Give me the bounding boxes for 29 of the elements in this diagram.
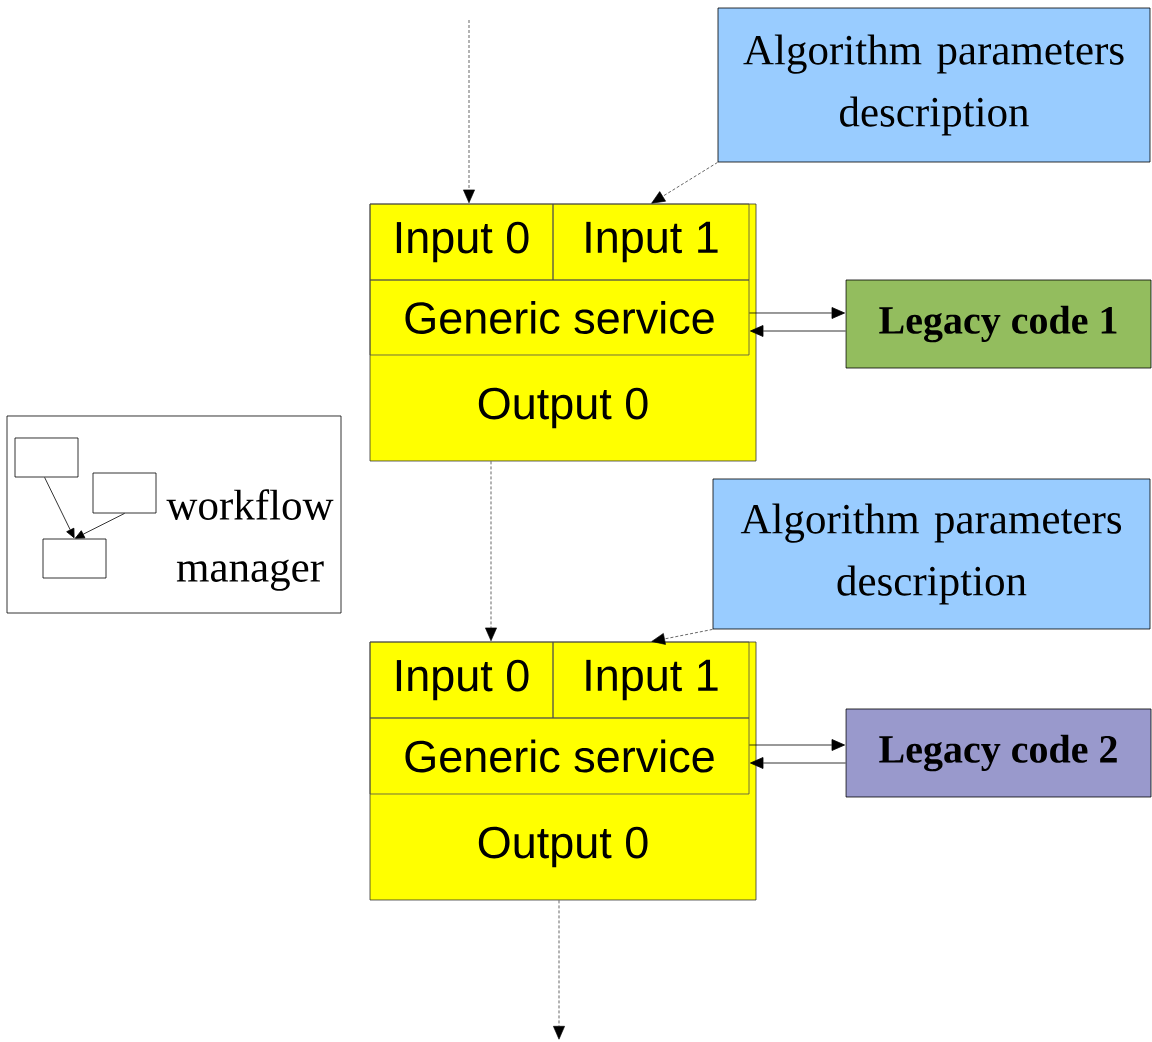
dashed-arrow [651, 162, 718, 204]
legacy-code-box: Legacy code 1 [845, 279, 1152, 369]
parameter-box: Algorithm parameters description [712, 478, 1151, 630]
arrow [749, 739, 845, 751]
dashed-arrow [463, 19, 475, 204]
service-cell: Output 0 [478, 387, 648, 429]
service-cell: Input 1 [552, 641, 750, 719]
small-box [92, 472, 157, 514]
workflow-manager-box: workflow manager [6, 415, 342, 614]
service-cell: Output 0 [478, 826, 648, 868]
service-box [369, 641, 757, 901]
parameter-box: Algorithm parameters description [717, 7, 1151, 163]
legacy-code-box: Legacy code 2 [845, 708, 1152, 798]
service-cell: Input 0 [369, 203, 554, 281]
arrow [749, 307, 845, 319]
small-box [14, 437, 79, 478]
service-cell: Generic service [369, 279, 750, 356]
arrow [750, 325, 846, 337]
small-box [42, 538, 107, 579]
arrow [750, 757, 846, 769]
service-box [369, 203, 757, 462]
arrow [44, 477, 75, 539]
dashed-arrow [485, 461, 497, 642]
service-cell: Generic service [369, 717, 750, 795]
service-cell: Input 1 [552, 203, 750, 281]
dashed-arrow [553, 900, 565, 1040]
service-cell: Input 0 [369, 641, 554, 719]
dashed-arrow [651, 629, 713, 645]
arrow [74, 513, 125, 539]
